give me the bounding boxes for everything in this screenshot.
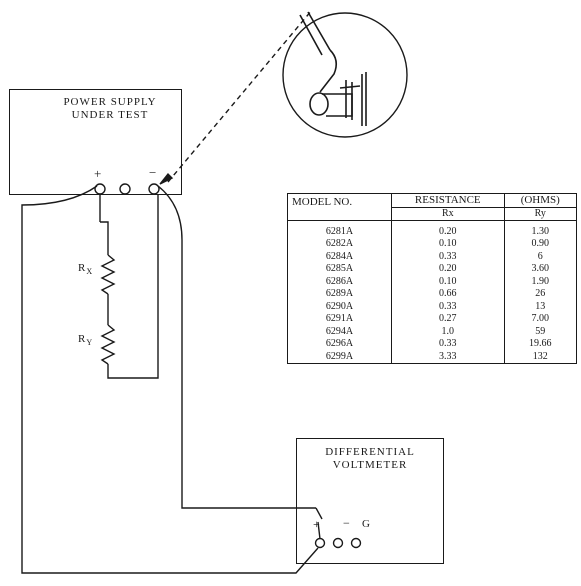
header-ohms: (OHMS) [520,194,560,207]
probe-leader [167,9,313,183]
model-cell: 6291A [287,312,393,325]
wire-plus-to-voltmeter [21,185,319,574]
resistor-ry [100,324,116,365]
model-cell: 6299A [287,350,393,363]
voltmeter-label: DIFFERENTIAL VOLTMETER [296,446,444,472]
ry-cell: 1.30 [531,225,550,237]
ry-cell: 6 [537,250,543,262]
wire-plus-to-rx [99,194,109,255]
power-supply-line2: UNDER TEST [71,109,149,121]
rx-cell: 1.0 [391,325,505,338]
rx-cell: 0.20 [391,262,505,275]
voltmeter-line1: DIFFERENTIAL [325,446,415,458]
rx-letter: R [78,262,87,274]
resistor-rx [100,254,116,295]
rx-cell: 0.27 [391,312,505,325]
rx-cell: 0.10 [391,275,505,288]
rx-cell: 0.33 [391,337,505,350]
rx-cell: 0.10 [391,237,505,250]
rx-cell: 0.20 [391,220,505,238]
ry-cell: 13 [535,300,546,312]
header-model: MODEL NO. [287,193,393,221]
power-supply-line1: POWER SUPPLY [63,96,157,108]
probe-detail [299,11,367,126]
model-cell: 6296A [287,337,393,350]
rx-cell: 0.33 [391,250,505,263]
header-resistance: RESISTANCE [391,193,505,207]
vm-plus-label: + [313,517,321,531]
model-cell: 6290A [287,300,393,313]
subheader-rx: Rx [391,206,505,221]
power-supply-box [9,89,182,195]
model-cell: 6284A [287,250,393,263]
ry-cell: 59 [535,325,546,337]
ry-cell: 0.90 [531,238,550,250]
vm-ground-label: G [362,518,371,530]
vm-switch [315,507,323,540]
probe-inset-circle [282,12,408,138]
ps-minus-label: − [149,165,158,180]
rx-subscript: X [86,267,94,277]
ry-cell: 19.66 [529,338,552,350]
ry-label: RY [78,333,93,349]
voltmeter-line2: VOLTMETER [332,459,408,471]
vm-minus-label: − [343,516,351,530]
ry-cell: 26 [535,288,546,300]
ry-cell: 7.00 [531,313,550,325]
model-cell: 6285A [287,262,393,275]
model-cell: 6294A [287,325,393,338]
vm-minus-terminal [332,537,344,549]
probe-tip [159,172,174,185]
rx-cell: 0.66 [391,287,505,300]
ry-cell: 1.90 [531,275,550,287]
model-cell: 6289A [287,287,393,300]
model-cell: 6282A [287,237,393,250]
wire-ry-return [107,194,159,379]
ry-cell: 3.60 [531,263,550,275]
ps-plus-label: + [94,166,103,181]
subheader-ry: Ry [504,206,577,221]
ry-subscript: Y [86,338,94,348]
rx-cell: 3.33 [391,350,505,363]
wire-minus-to-voltmeter [157,185,316,509]
voltmeter-box [296,438,444,564]
model-cell: 6286A [287,275,393,288]
rx-cell: 0.33 [391,300,505,313]
power-supply-label: POWER SUPPLY UNDER TEST [40,96,180,122]
rx-label: RX [78,262,93,278]
model-cell: 6281A [287,220,393,238]
ry-cell: 132 [532,350,548,362]
vm-ground-terminal [350,537,362,549]
ry-letter: R [78,333,87,345]
